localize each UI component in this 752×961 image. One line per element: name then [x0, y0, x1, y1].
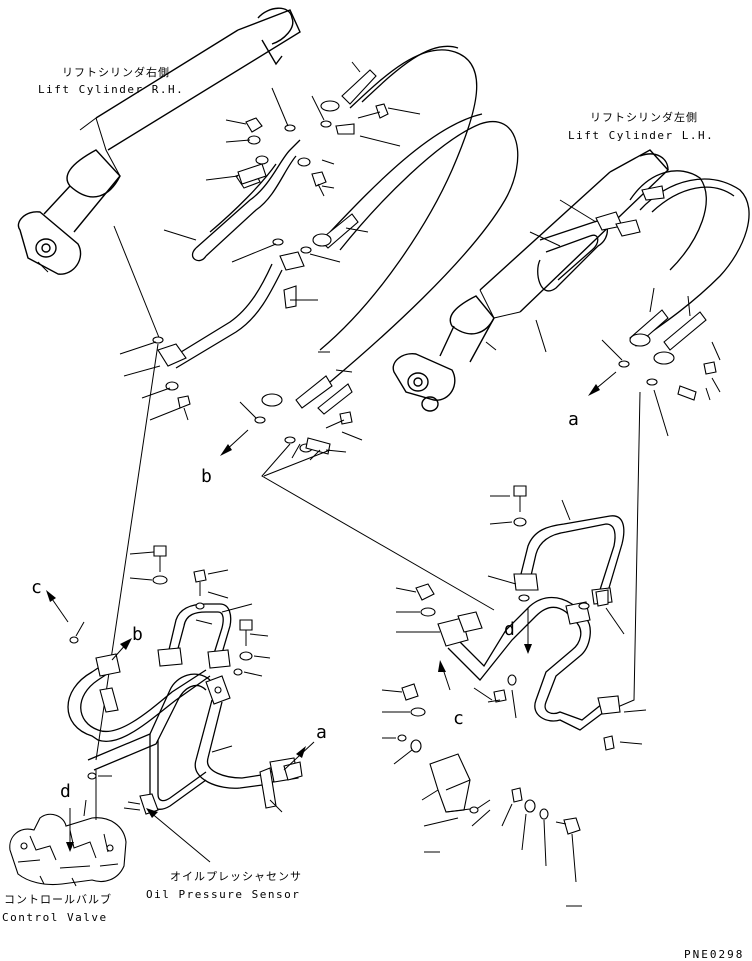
arrow-oil-pressure-sensor — [146, 808, 211, 863]
lh-leader-lines — [529, 199, 721, 437]
lower-left-small-parts — [69, 545, 253, 780]
lower-left-leader-lines — [75, 551, 283, 813]
rh-leader-lines — [119, 61, 421, 461]
figure-code: PNE0298 — [684, 948, 744, 961]
ref-b-left: b — [132, 624, 143, 645]
ref-c-left: c — [31, 577, 42, 598]
lift-cylinder-rh-label-jp: リフトシリンダ右側 — [62, 65, 170, 79]
ref-b-upper: b — [201, 466, 212, 487]
control-valve-label-jp: コントロールバルブ — [4, 892, 112, 906]
arrow-a-lower — [283, 741, 315, 771]
lh-small-parts — [618, 360, 717, 401]
rh-hose-and-pipes — [157, 45, 519, 415]
lift-cylinder-lh — [392, 149, 669, 412]
ref-a-upper: a — [568, 409, 579, 430]
lower-right-leader-lines — [381, 495, 647, 907]
arrow-c-right — [438, 660, 451, 691]
lower-right-piping — [429, 515, 625, 835]
arrow-b-upper — [220, 429, 249, 456]
lift-cylinder-lh-label-en: Lift Cylinder L.H. — [568, 129, 714, 142]
labels: リフトシリンダ右側 Lift Cylinder R.H. リフトシリンダ左側 L… — [2, 65, 744, 961]
oil-pressure-sensor-label-en: Oil Pressure Sensor — [146, 888, 300, 901]
lift-cylinder-lh-label-jp: リフトシリンダ左側 — [590, 110, 698, 124]
arrow-c-left — [46, 590, 69, 623]
oil-pressure-sensor-label-jp: オイルプレッシャセンサ — [170, 870, 302, 883]
arrow-d-left — [66, 808, 74, 852]
connection-lines — [95, 343, 641, 761]
arrow-d-right — [524, 608, 532, 654]
control-valve-label-en: Control Valve — [2, 911, 108, 924]
connection-arrows — [46, 371, 617, 863]
rh-small-parts — [152, 103, 389, 455]
arrow-b-left — [111, 638, 132, 661]
ref-c-right: c — [453, 708, 464, 729]
ref-d-right: d — [504, 619, 515, 640]
lift-cylinder-rh-label-en: Lift Cylinder R.H. — [38, 83, 184, 96]
arrow-a-upper — [588, 371, 617, 396]
lift-cylinder-rh — [17, 7, 301, 341]
ref-d-left: d — [60, 781, 71, 802]
lh-hose-and-pipes — [537, 170, 750, 365]
ref-a-lower: a — [316, 722, 327, 743]
control-valve — [9, 770, 127, 887]
lower-right-small-parts — [397, 485, 615, 753]
